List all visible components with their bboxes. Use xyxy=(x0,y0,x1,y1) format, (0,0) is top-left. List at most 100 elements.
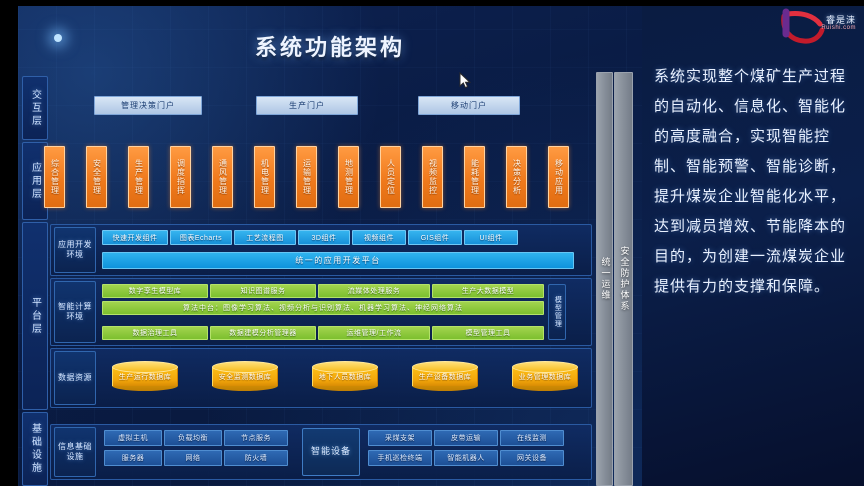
application-card-label: 运输管理 xyxy=(302,159,312,195)
compute-chip[interactable]: 数据治理工具 xyxy=(102,326,208,340)
database-cylinder[interactable]: 地下人员数据库 xyxy=(312,361,378,391)
infra-chip[interactable]: 节点服务 xyxy=(224,430,288,446)
application-card-label: 地测管理 xyxy=(344,159,354,195)
model-management-side-label: 模型管理 xyxy=(548,284,566,340)
infra-chip[interactable]: 网关设备 xyxy=(500,450,564,466)
compute-chip[interactable]: 模型管理工具 xyxy=(432,326,544,340)
unified-ops-pillar-label: 统一运维 xyxy=(600,257,611,301)
compute-chip[interactable]: 生产大数据模型 xyxy=(432,284,544,298)
infra-chip[interactable]: 负载均衡 xyxy=(164,430,222,446)
dev-component-chip[interactable]: 3D组件 xyxy=(298,230,350,245)
compute-chip[interactable]: 流媒体处理服务 xyxy=(318,284,430,298)
logo-text-block: 睿是涞 Ruishi.com xyxy=(821,15,856,32)
database-cylinder[interactable]: 安全监测数据库 xyxy=(212,361,278,391)
dev-component-chip[interactable]: 快速开发组件 xyxy=(102,230,168,245)
database-label: 安全监测数据库 xyxy=(218,374,272,381)
dev-component-chip[interactable]: 工艺流程图 xyxy=(234,230,296,245)
logo-name: 睿是涞 xyxy=(825,15,856,25)
application-card-label: 移动应用 xyxy=(554,159,564,195)
cylinder-top xyxy=(312,361,378,373)
logo-subtitle: Ruishi.com xyxy=(821,25,856,32)
description-panel: 睿是涞 Ruishi.com 系统实现整个煤矿生产过程的自动化、信息化、智能化的… xyxy=(642,6,864,486)
infra-chip[interactable]: 皮带运输 xyxy=(434,430,498,446)
application-card[interactable]: 人员定位 xyxy=(380,146,401,208)
compute-chip[interactable]: 数字孪生模型库 xyxy=(102,284,208,298)
glow-accent xyxy=(54,34,62,42)
layer-rail-platform-label: 平台层 xyxy=(29,296,41,336)
application-card-label: 机电管理 xyxy=(260,159,270,195)
unified-ops-pillar: 统一运维 xyxy=(596,72,613,486)
smart-device-box[interactable]: 智能设备 xyxy=(302,428,360,476)
dev-component-chip[interactable]: 图表Echarts xyxy=(170,230,232,245)
application-card[interactable]: 机电管理 xyxy=(254,146,275,208)
algorithm-midplatform-bar[interactable]: 算法中台：图像学习算法、视频分析与识别算法、机器学习算法、神经网络算法 xyxy=(102,301,544,315)
database-cylinder[interactable]: 业务管理数据库 xyxy=(512,361,578,391)
application-card-label: 调度指挥 xyxy=(176,159,186,195)
dev-environment-label: 应用开发环境 xyxy=(54,227,96,273)
dev-component-chip[interactable]: 视频组件 xyxy=(352,230,406,245)
application-card-label: 能耗管理 xyxy=(470,159,480,195)
page-title: 系统功能架构 xyxy=(254,35,405,60)
application-card[interactable]: 调度指挥 xyxy=(170,146,191,208)
infra-chip[interactable]: 防火墙 xyxy=(224,450,288,466)
layer-rail-application-label: 应用层 xyxy=(29,161,41,201)
application-card[interactable]: 移动应用 xyxy=(548,146,569,208)
application-card[interactable]: 通风管理 xyxy=(212,146,233,208)
portal-card[interactable]: 管理决策门户 xyxy=(94,96,202,115)
application-card-label: 安全管理 xyxy=(92,159,102,195)
logo-swoosh-icon xyxy=(781,8,825,44)
infra-chip[interactable]: 网络 xyxy=(164,450,222,466)
layer-rail-application: 应用层 xyxy=(22,142,48,220)
infra-chip[interactable]: 在线监测 xyxy=(500,430,564,446)
data-resources-label: 数据资源 xyxy=(54,351,96,405)
database-cylinder[interactable]: 生产设备数据库 xyxy=(412,361,478,391)
unified-dev-platform-bar[interactable]: 统一的应用开发平台 xyxy=(102,252,574,269)
layer-rail-infrastructure: 基础设施 xyxy=(22,412,48,486)
architecture-slide: 系统功能架构 交互层 应用层 平台层 基础设施 管理决策门户 生产门户 移动门户… xyxy=(18,6,642,486)
portal-card[interactable]: 移动门户 xyxy=(418,96,520,115)
application-card[interactable]: 能耗管理 xyxy=(464,146,485,208)
description-text: 系统实现整个煤矿生产过程的自动化、信息化、智能化的高度融合，实现智能控制、智能预… xyxy=(654,68,847,295)
layer-rail-interaction-label: 交互层 xyxy=(29,88,41,128)
application-card[interactable]: 安全管理 xyxy=(86,146,107,208)
database-label: 生产设备数据库 xyxy=(418,374,472,381)
cylinder-top xyxy=(112,361,178,373)
database-label: 生产运行数据库 xyxy=(118,374,172,381)
infra-chip[interactable]: 虚拟主机 xyxy=(104,430,162,446)
compute-chip[interactable]: 知识图谱服务 xyxy=(210,284,316,298)
application-card-label: 综合管理 xyxy=(50,159,60,195)
application-card[interactable]: 地测管理 xyxy=(338,146,359,208)
security-system-pillar: 安全防护体系 xyxy=(614,72,633,486)
application-card[interactable]: 视频监控 xyxy=(422,146,443,208)
compute-chip[interactable]: 运维管理/工作流 xyxy=(318,326,430,340)
infra-chip[interactable]: 服务器 xyxy=(104,450,162,466)
model-management-side-text: 模型管理 xyxy=(554,296,562,328)
dev-component-chip[interactable]: GIS组件 xyxy=(408,230,462,245)
database-cylinder[interactable]: 生产运行数据库 xyxy=(112,361,178,391)
infra-chip[interactable]: 智能机器人 xyxy=(434,450,498,466)
infrastructure-section-label: 信息基础设施 xyxy=(54,427,96,477)
application-card[interactable]: 运输管理 xyxy=(296,146,317,208)
application-card-label: 视频监控 xyxy=(428,159,438,195)
application-card-label: 人员定位 xyxy=(386,159,396,195)
database-label: 地下人员数据库 xyxy=(318,374,372,381)
cylinder-top xyxy=(412,361,478,373)
application-card[interactable]: 生产管理 xyxy=(128,146,149,208)
application-card-label: 通风管理 xyxy=(218,159,228,195)
compute-chip[interactable]: 数据建模分析管理器 xyxy=(210,326,316,340)
compute-environment-label: 智能计算环境 xyxy=(54,281,96,343)
infra-chip[interactable]: 手机巡检终端 xyxy=(368,450,432,466)
application-card-label: 决策分析 xyxy=(512,159,522,195)
portal-card[interactable]: 生产门户 xyxy=(256,96,358,115)
application-card[interactable]: 综合管理 xyxy=(44,146,65,208)
brand-logo: 睿是涞 Ruishi.com xyxy=(780,8,858,46)
application-card[interactable]: 决策分析 xyxy=(506,146,527,208)
layer-rail-platform: 平台层 xyxy=(22,222,48,410)
database-label: 业务管理数据库 xyxy=(518,374,572,381)
application-card-label: 生产管理 xyxy=(134,159,144,195)
infra-chip[interactable]: 采煤支架 xyxy=(368,430,432,446)
security-system-pillar-label: 安全防护体系 xyxy=(619,246,630,312)
cylinder-top xyxy=(212,361,278,373)
dev-component-chip[interactable]: UI组件 xyxy=(464,230,518,245)
